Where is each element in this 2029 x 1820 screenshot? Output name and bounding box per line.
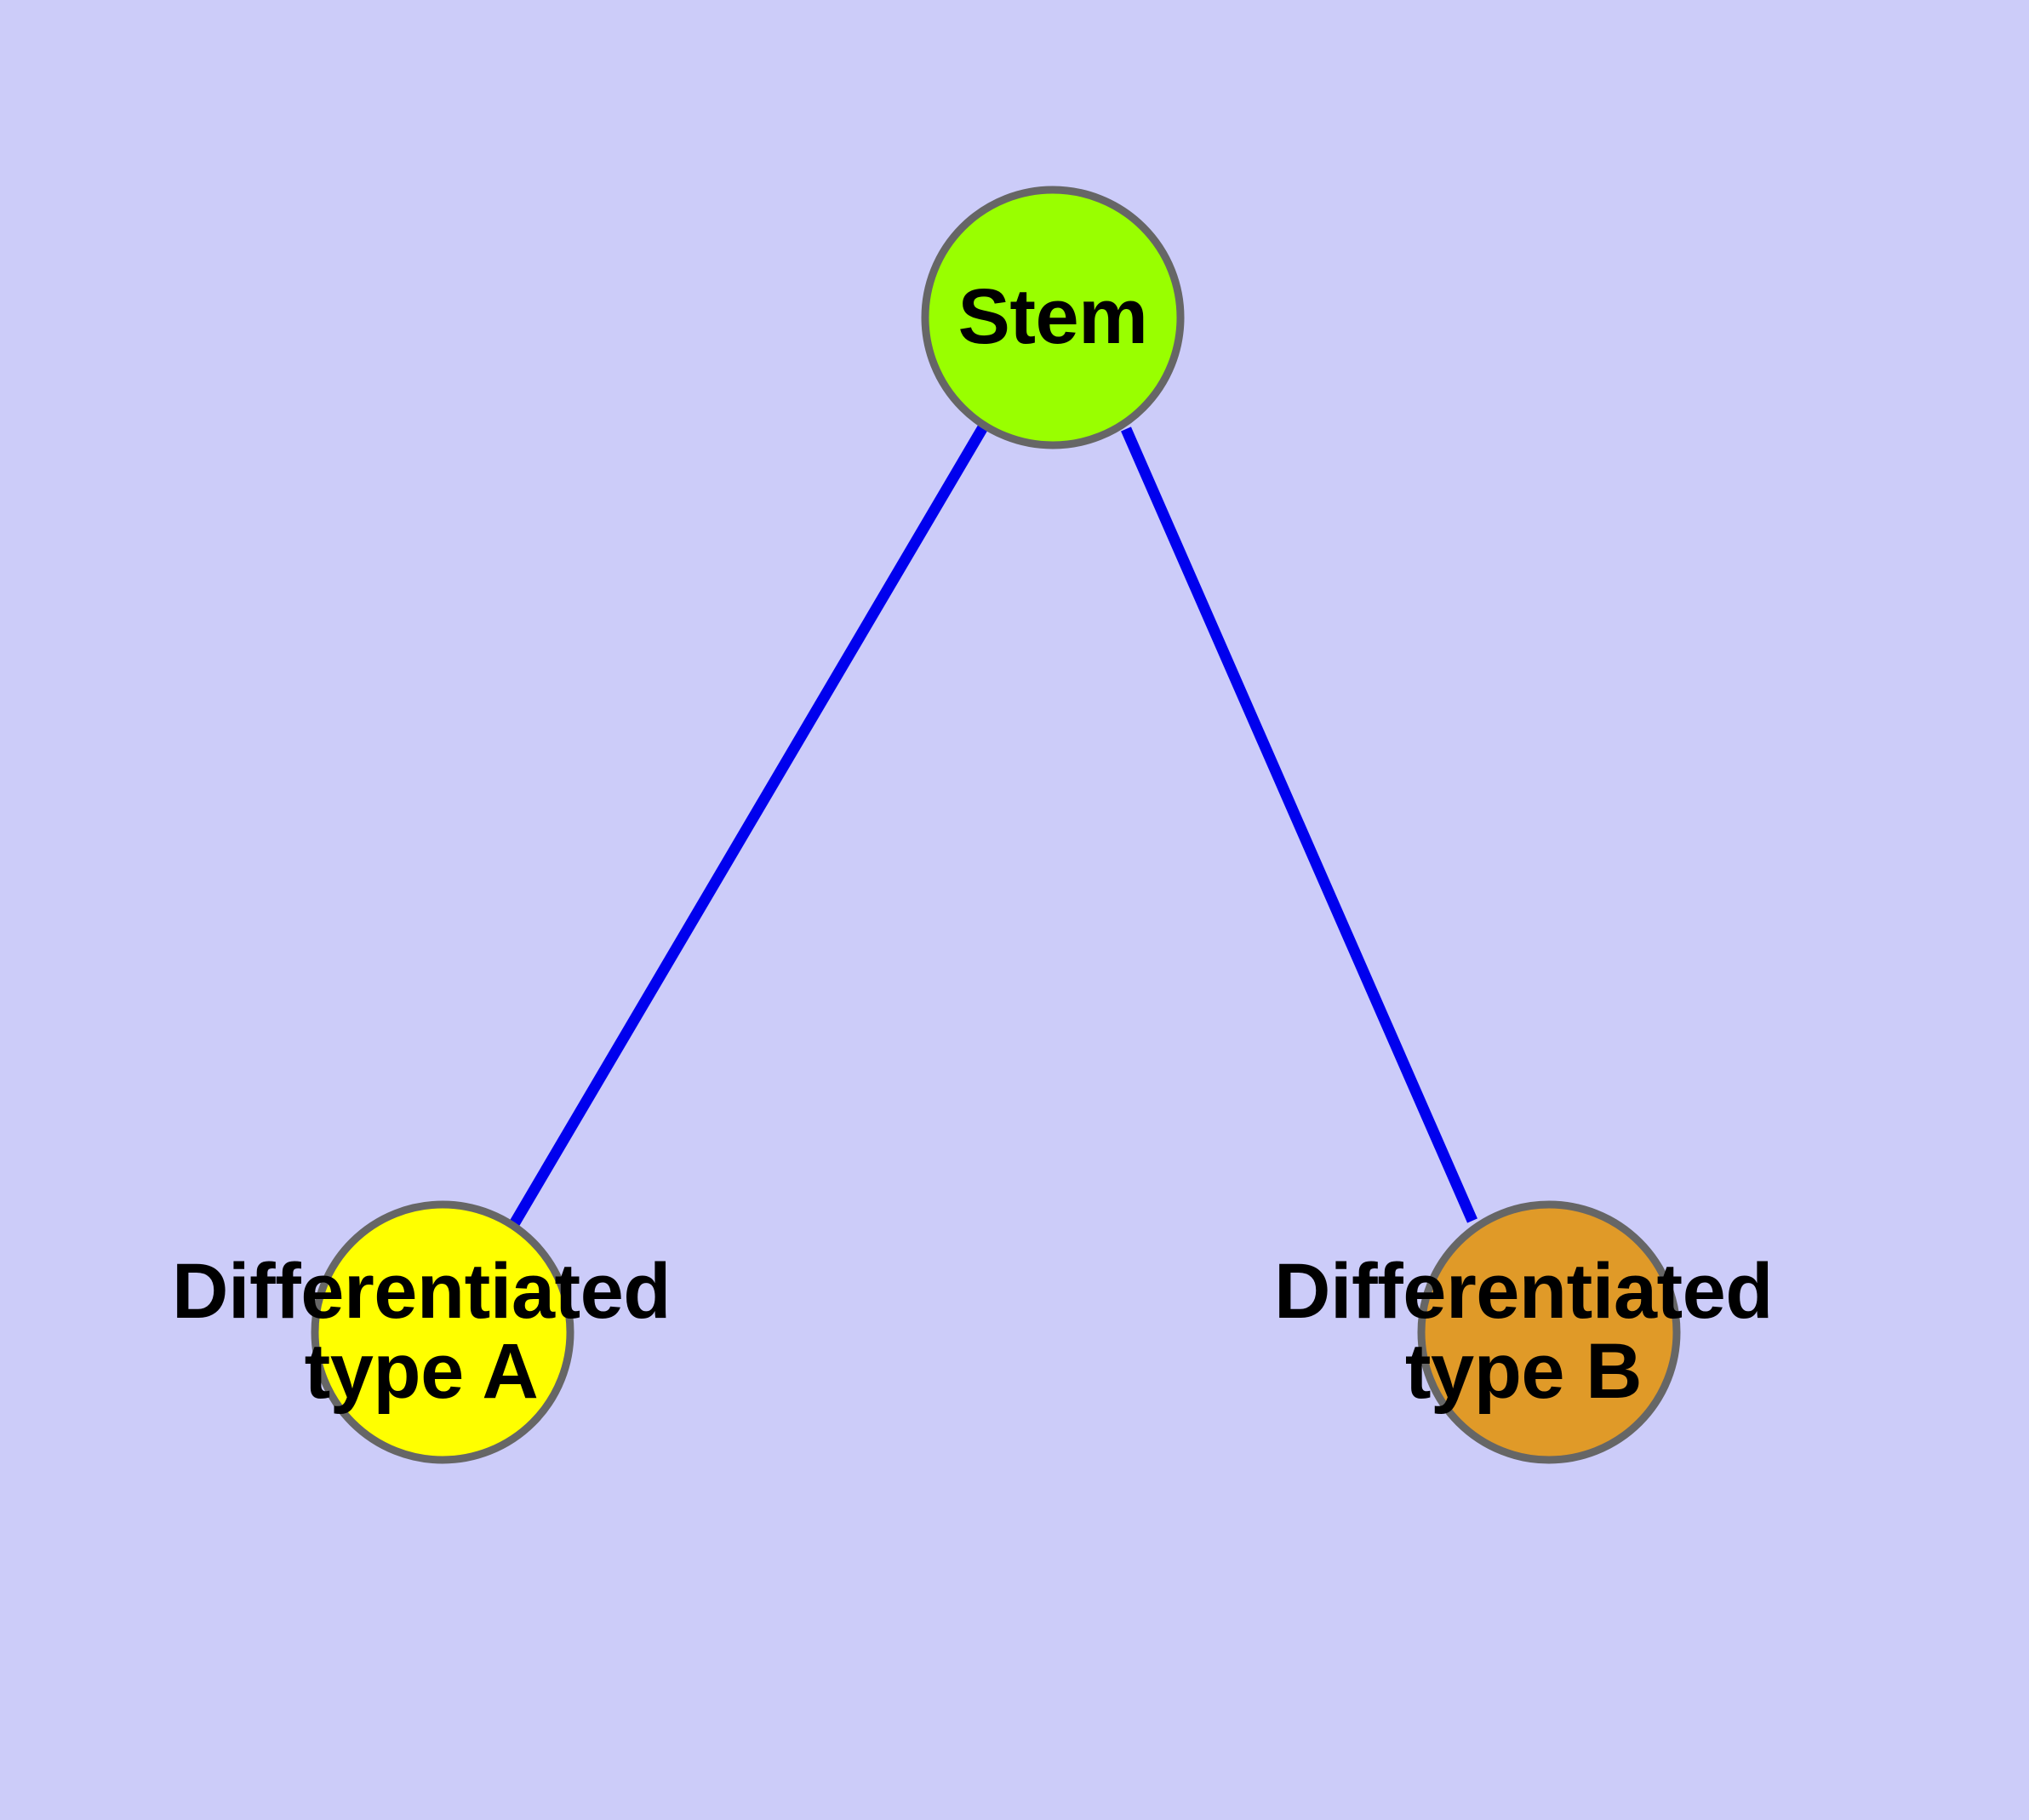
edge-stem-to-diff-b [1121,426,1477,1223]
node-layer [311,186,1681,1464]
node-diff-b-circle[interactable] [1417,1200,1681,1464]
node-stem-circle[interactable] [921,186,1185,449]
edge-layer [506,424,1477,1232]
edge-stem-to-diff-a [506,424,988,1232]
node-diff-a-circle[interactable] [311,1200,574,1464]
